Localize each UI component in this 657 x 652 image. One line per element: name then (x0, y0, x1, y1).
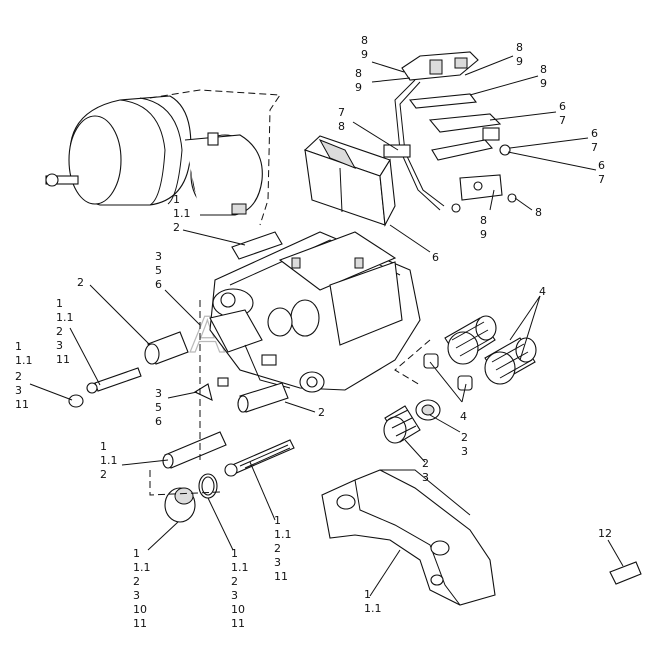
brake-pad (303, 135, 396, 227)
cap-plug (193, 377, 229, 401)
part-12-pin (609, 561, 642, 585)
brake-chamber (45, 95, 263, 216)
guide-sleeve-upper (144, 231, 283, 365)
callout-label: 4 (539, 285, 546, 298)
assembly-outline (149, 89, 431, 496)
callout-label: 6 (432, 251, 439, 264)
guide-bolt-upper (68, 367, 142, 408)
guide-bolt-lower (224, 439, 295, 477)
callout-label: 8 (535, 206, 542, 219)
callout-label: 2 (318, 406, 325, 419)
bushing-and-ring (164, 473, 218, 523)
callout-label: 4 (460, 410, 467, 423)
bushing-pair (423, 353, 473, 391)
leader-lines (29, 55, 624, 597)
boot-small (383, 399, 441, 444)
boot-right (484, 337, 537, 385)
callout-label: 12 (598, 527, 612, 540)
caliper-carrier (321, 469, 496, 606)
callout-label: 2 (77, 276, 84, 289)
caliper-housing (209, 231, 421, 393)
wear-sensor-bracket (383, 51, 517, 213)
boot-left (444, 315, 497, 365)
